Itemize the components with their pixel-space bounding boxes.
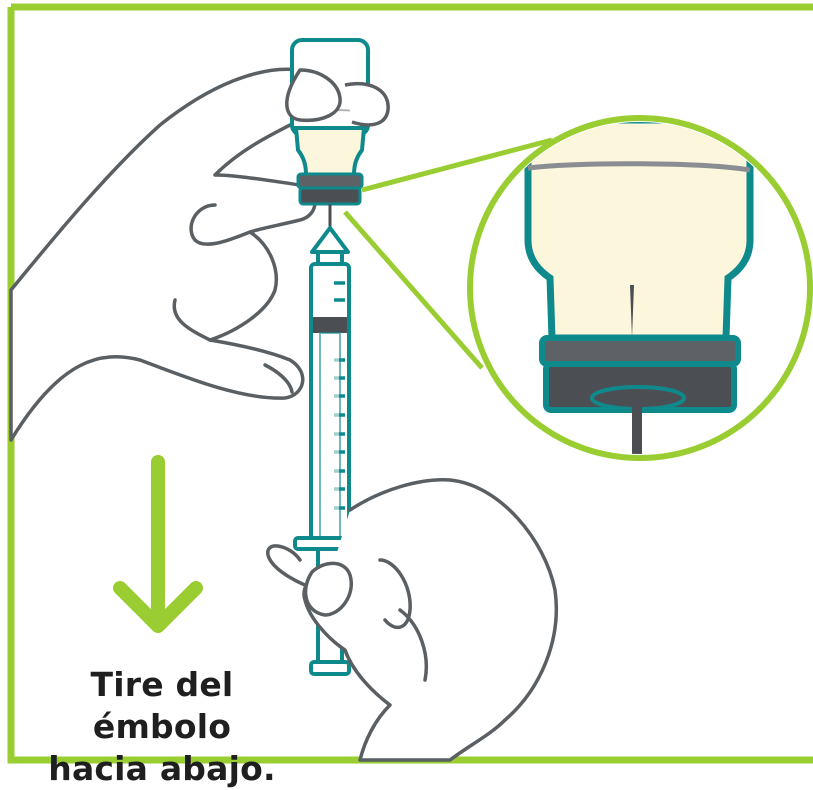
instruction-text: Tire del émbolo hacia abajo. [22, 664, 302, 790]
left-hand [9, 67, 347, 442]
illustration [7, 3, 813, 764]
left-thumb [285, 68, 390, 127]
instruction-line-1: Tire del émbolo [90, 665, 234, 746]
frame [7, 3, 813, 764]
arrow-down-icon [113, 455, 203, 633]
zoom-connector [343, 137, 553, 370]
right-hand [266, 478, 558, 762]
instruction-line-2: hacia abajo. [48, 749, 276, 788]
zoom-circle [467, 115, 813, 461]
